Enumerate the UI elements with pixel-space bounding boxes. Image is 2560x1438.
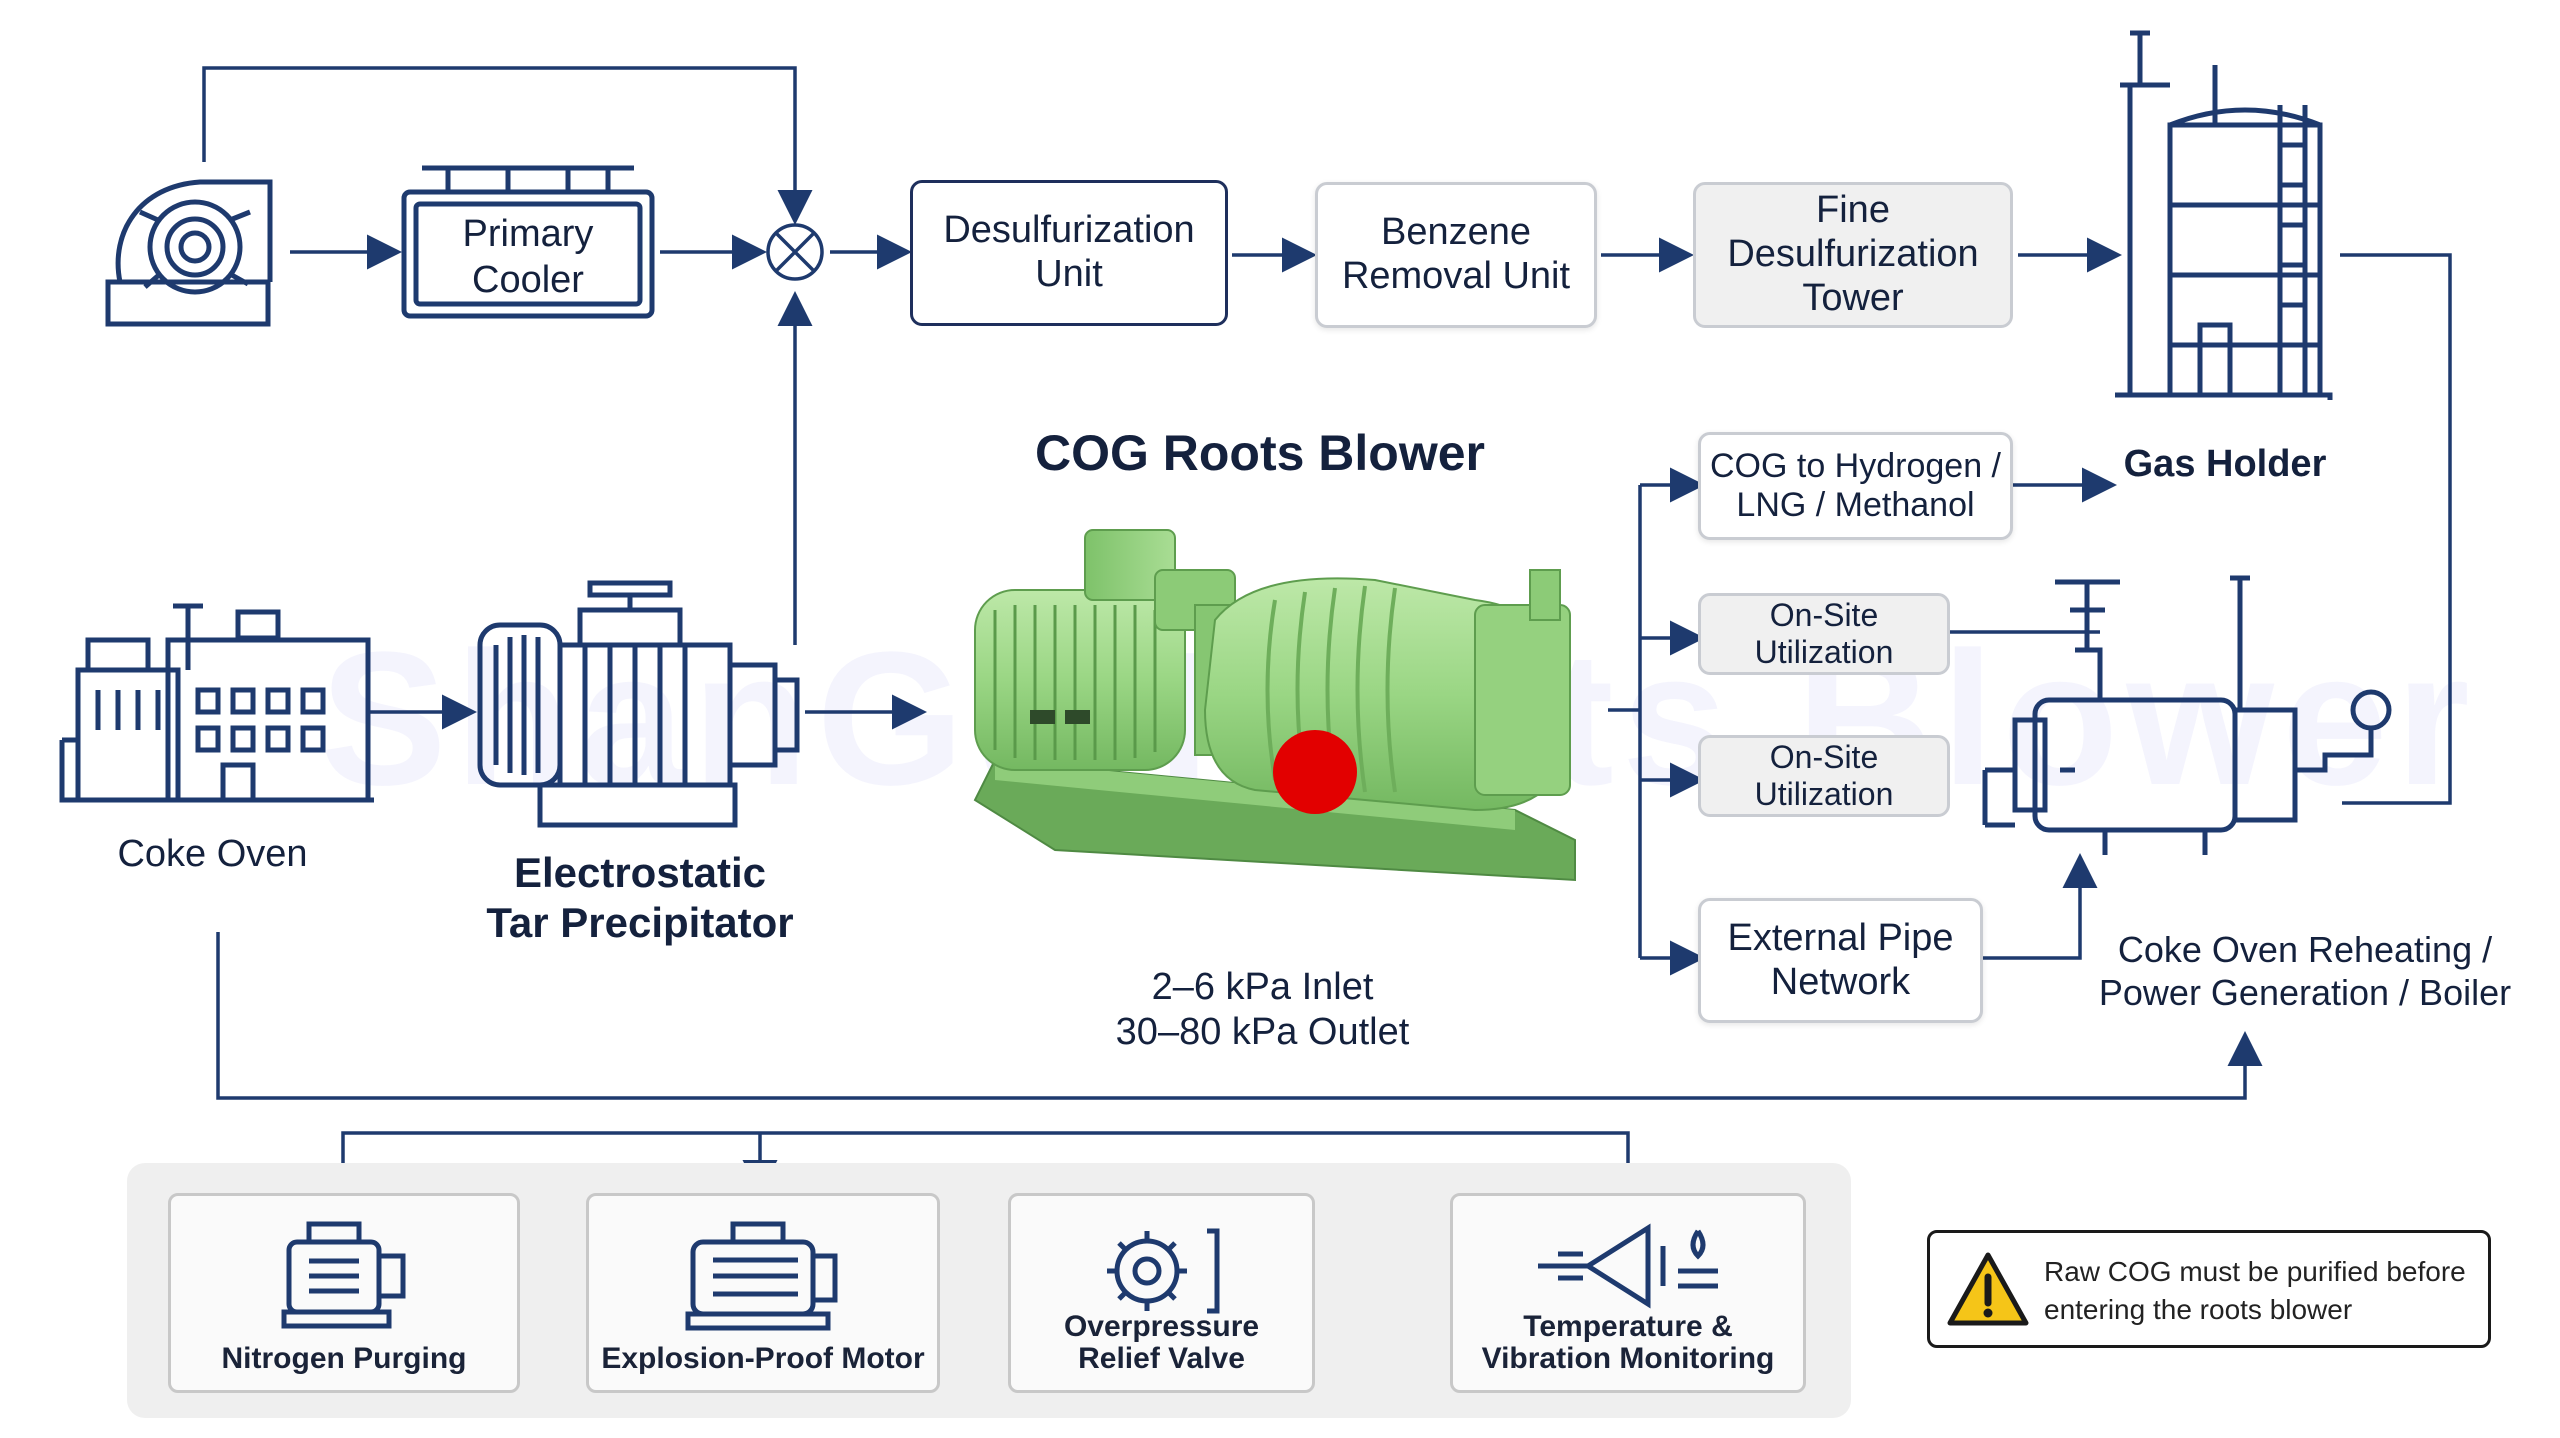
- reheating-label: Coke Oven Reheating / Power Generation /…: [2098, 929, 2512, 1014]
- roots-blower-image: [973, 529, 1576, 882]
- benzene-removal-unit[interactable]: Benzene Removal Unit: [1315, 182, 1597, 328]
- warning-text: Raw COG must be purified before entering…: [2044, 1256, 2466, 1325]
- desulfurization-unit[interactable]: Desulfurization Unit: [910, 180, 1228, 326]
- warning-note: Raw COG must be purified before entering…: [1927, 1230, 2491, 1348]
- exhauster-fan-icon: [105, 179, 273, 327]
- cog-to-hydrogen-box[interactable]: COG to Hydrogen / LNG / Methanol: [1698, 432, 2013, 540]
- fine-desulfurization-tower[interactable]: Fine Desulfurization Tower: [1693, 182, 2013, 328]
- primary-cooler-icon: [401, 165, 655, 319]
- warning-triangle-icon: [1947, 1252, 2029, 1326]
- tar-precipitator-icon: [477, 580, 800, 828]
- gear-valve-icon: [1106, 1228, 1219, 1314]
- temperature-vibration-monitoring-label: Temperature & Vibration Monitoring: [1481, 1310, 1775, 1375]
- coke-oven-label: Coke Oven: [117, 833, 308, 875]
- blower-outlet: 30–80 kPa Outlet: [1115, 1011, 1410, 1053]
- external-pipe-network-box[interactable]: External Pipe Network: [1698, 898, 1983, 1023]
- coke-oven-icon: [59, 603, 374, 803]
- tar-precipitator-label: Electrostatic Tar Precipitator: [486, 849, 794, 947]
- nitrogen-motor-icon: [281, 1221, 406, 1329]
- temperature-vibration-monitoring-card[interactable]: Temperature & Vibration Monitoring: [1450, 1193, 1806, 1393]
- overpressure-relief-valve-card[interactable]: Overpressure Relief Valve: [1008, 1193, 1315, 1393]
- blower-inlet: 2–6 kPa Inlet: [1151, 966, 1374, 1008]
- onsite-utilization-box-2[interactable]: On-Site Utilization: [1698, 735, 1950, 817]
- mixer-node-icon: [766, 223, 824, 281]
- overpressure-relief-valve-label: Overpressure Relief Valve: [1063, 1310, 1260, 1375]
- nitrogen-purging-label: Nitrogen Purging: [221, 1341, 467, 1375]
- explosion-proof-motor-card[interactable]: Explosion-Proof Motor: [586, 1193, 940, 1393]
- explosion-proof-motor-label: Explosion-Proof Motor: [601, 1341, 925, 1375]
- explosion-proof-motor-icon: [685, 1221, 838, 1331]
- nitrogen-purging-card[interactable]: Nitrogen Purging: [168, 1193, 520, 1393]
- gas-holder-label: Gas Holder: [2123, 443, 2327, 485]
- primary-cooler-label: Primary Cooler: [462, 213, 594, 301]
- blower-title: COG Roots Blower: [1034, 425, 1486, 481]
- onsite-utilization-box-1[interactable]: On-Site Utilization: [1698, 593, 1950, 675]
- boiler-icon: [1982, 575, 2392, 855]
- sensor-monitoring-icon: [1538, 1223, 1718, 1309]
- gas-holder-icon: [2115, 30, 2333, 400]
